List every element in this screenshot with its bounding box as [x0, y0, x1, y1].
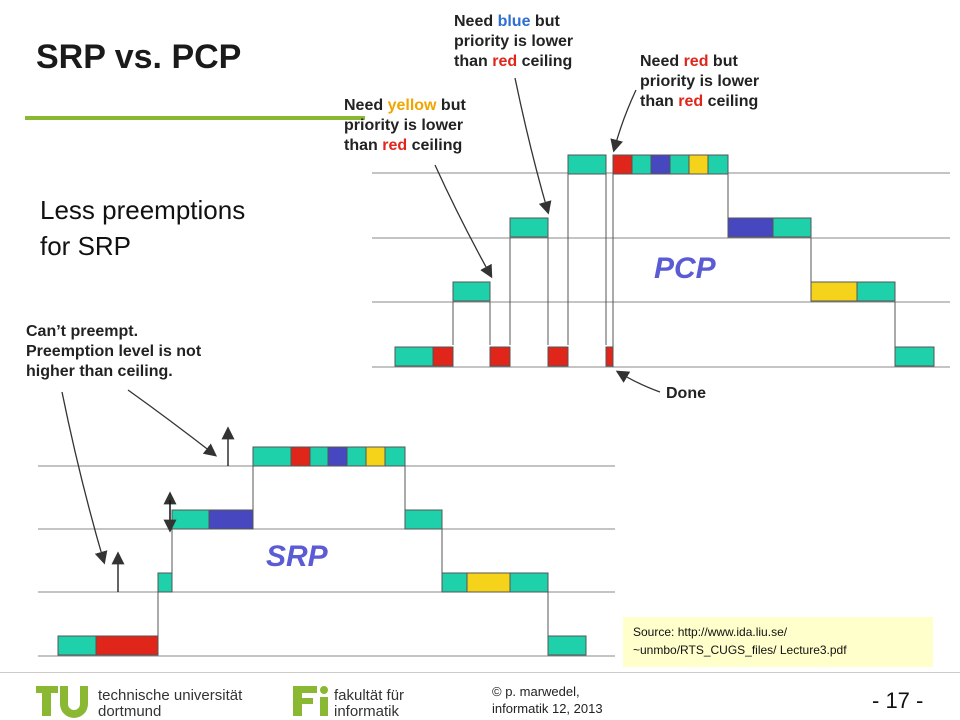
pcp-block-red — [489, 346, 511, 367]
pcp-block-red — [432, 346, 454, 367]
source-box: Source: http://www.ida.liu.se/ ~unmbo/RT… — [623, 617, 933, 667]
author-credit: © p. marwedel, informatik 12, 2013 — [492, 684, 603, 716]
pcp-arrow-done — [615, 370, 661, 393]
srp-block — [547, 635, 587, 656]
pcp-label: PCP — [654, 252, 716, 285]
srp-diagram — [38, 389, 615, 657]
pcp-note-red: Need red but priority is lower than red … — [640, 53, 760, 110]
srp-note: Can’t preempt. Preemption level is not h… — [26, 323, 202, 380]
university-name: technische universität dortmund — [98, 687, 243, 720]
srp-block — [309, 446, 329, 467]
pcp-diagram — [372, 77, 950, 393]
pcp-block-red — [547, 346, 569, 367]
srp-block — [171, 509, 210, 530]
pcp-block-red — [605, 346, 614, 367]
srp-block-red — [290, 446, 311, 467]
source-text: Source: http://www.ida.liu.se/ ~unmbo/RT… — [633, 625, 847, 657]
srp-block — [57, 635, 97, 656]
faculty-name: fakultät für informatik — [334, 687, 405, 720]
pcp-block — [894, 346, 935, 367]
pcp-done-label: Done — [666, 385, 706, 402]
pcp-block-blue — [727, 217, 774, 238]
srp-block — [509, 572, 549, 593]
srp-block-red — [95, 635, 159, 656]
pcp-block — [707, 154, 729, 175]
pcp-block — [772, 217, 812, 238]
pcp-block-yellow — [688, 154, 709, 175]
srp-block-blue — [208, 509, 254, 530]
pcp-block — [567, 154, 607, 175]
footer-rule — [0, 672, 960, 673]
srp-block — [157, 572, 173, 593]
pcp-block — [452, 281, 491, 302]
srp-block-yellow — [466, 572, 511, 593]
srp-block-blue — [327, 446, 348, 467]
srp-block — [346, 446, 367, 467]
srp-note-arrow — [127, 389, 218, 457]
pcp-block — [856, 281, 896, 302]
pcp-block-yellow — [810, 281, 858, 302]
srp-block-yellow — [365, 446, 386, 467]
pcp-note-blue: Need blue but priority is lower than red… — [454, 13, 574, 70]
srp-block — [252, 446, 292, 467]
pcp-block-red — [612, 154, 633, 175]
pcp-arrow-blue — [514, 77, 552, 215]
srp-block — [384, 446, 406, 467]
pcp-block — [669, 154, 690, 175]
page-number: - 17 - — [872, 688, 924, 713]
pcp-block — [509, 217, 549, 238]
pcp-block — [631, 154, 652, 175]
srp-label: SRP — [266, 540, 328, 573]
srp-block — [441, 572, 468, 593]
pcp-block — [394, 346, 434, 367]
srp-block — [404, 509, 443, 530]
title-underline — [25, 116, 365, 120]
slide-title: SRP vs. PCP — [36, 38, 242, 76]
pcp-arrow-red — [610, 89, 637, 153]
srp-note-arrow — [61, 391, 108, 565]
slide-subtitle: Less preemptions for SRP — [40, 195, 246, 261]
pcp-note-yellow: Need yellow but priority is lower than r… — [344, 97, 466, 154]
pcp-arrow-yellow — [434, 164, 493, 279]
pcp-block-blue — [650, 154, 671, 175]
